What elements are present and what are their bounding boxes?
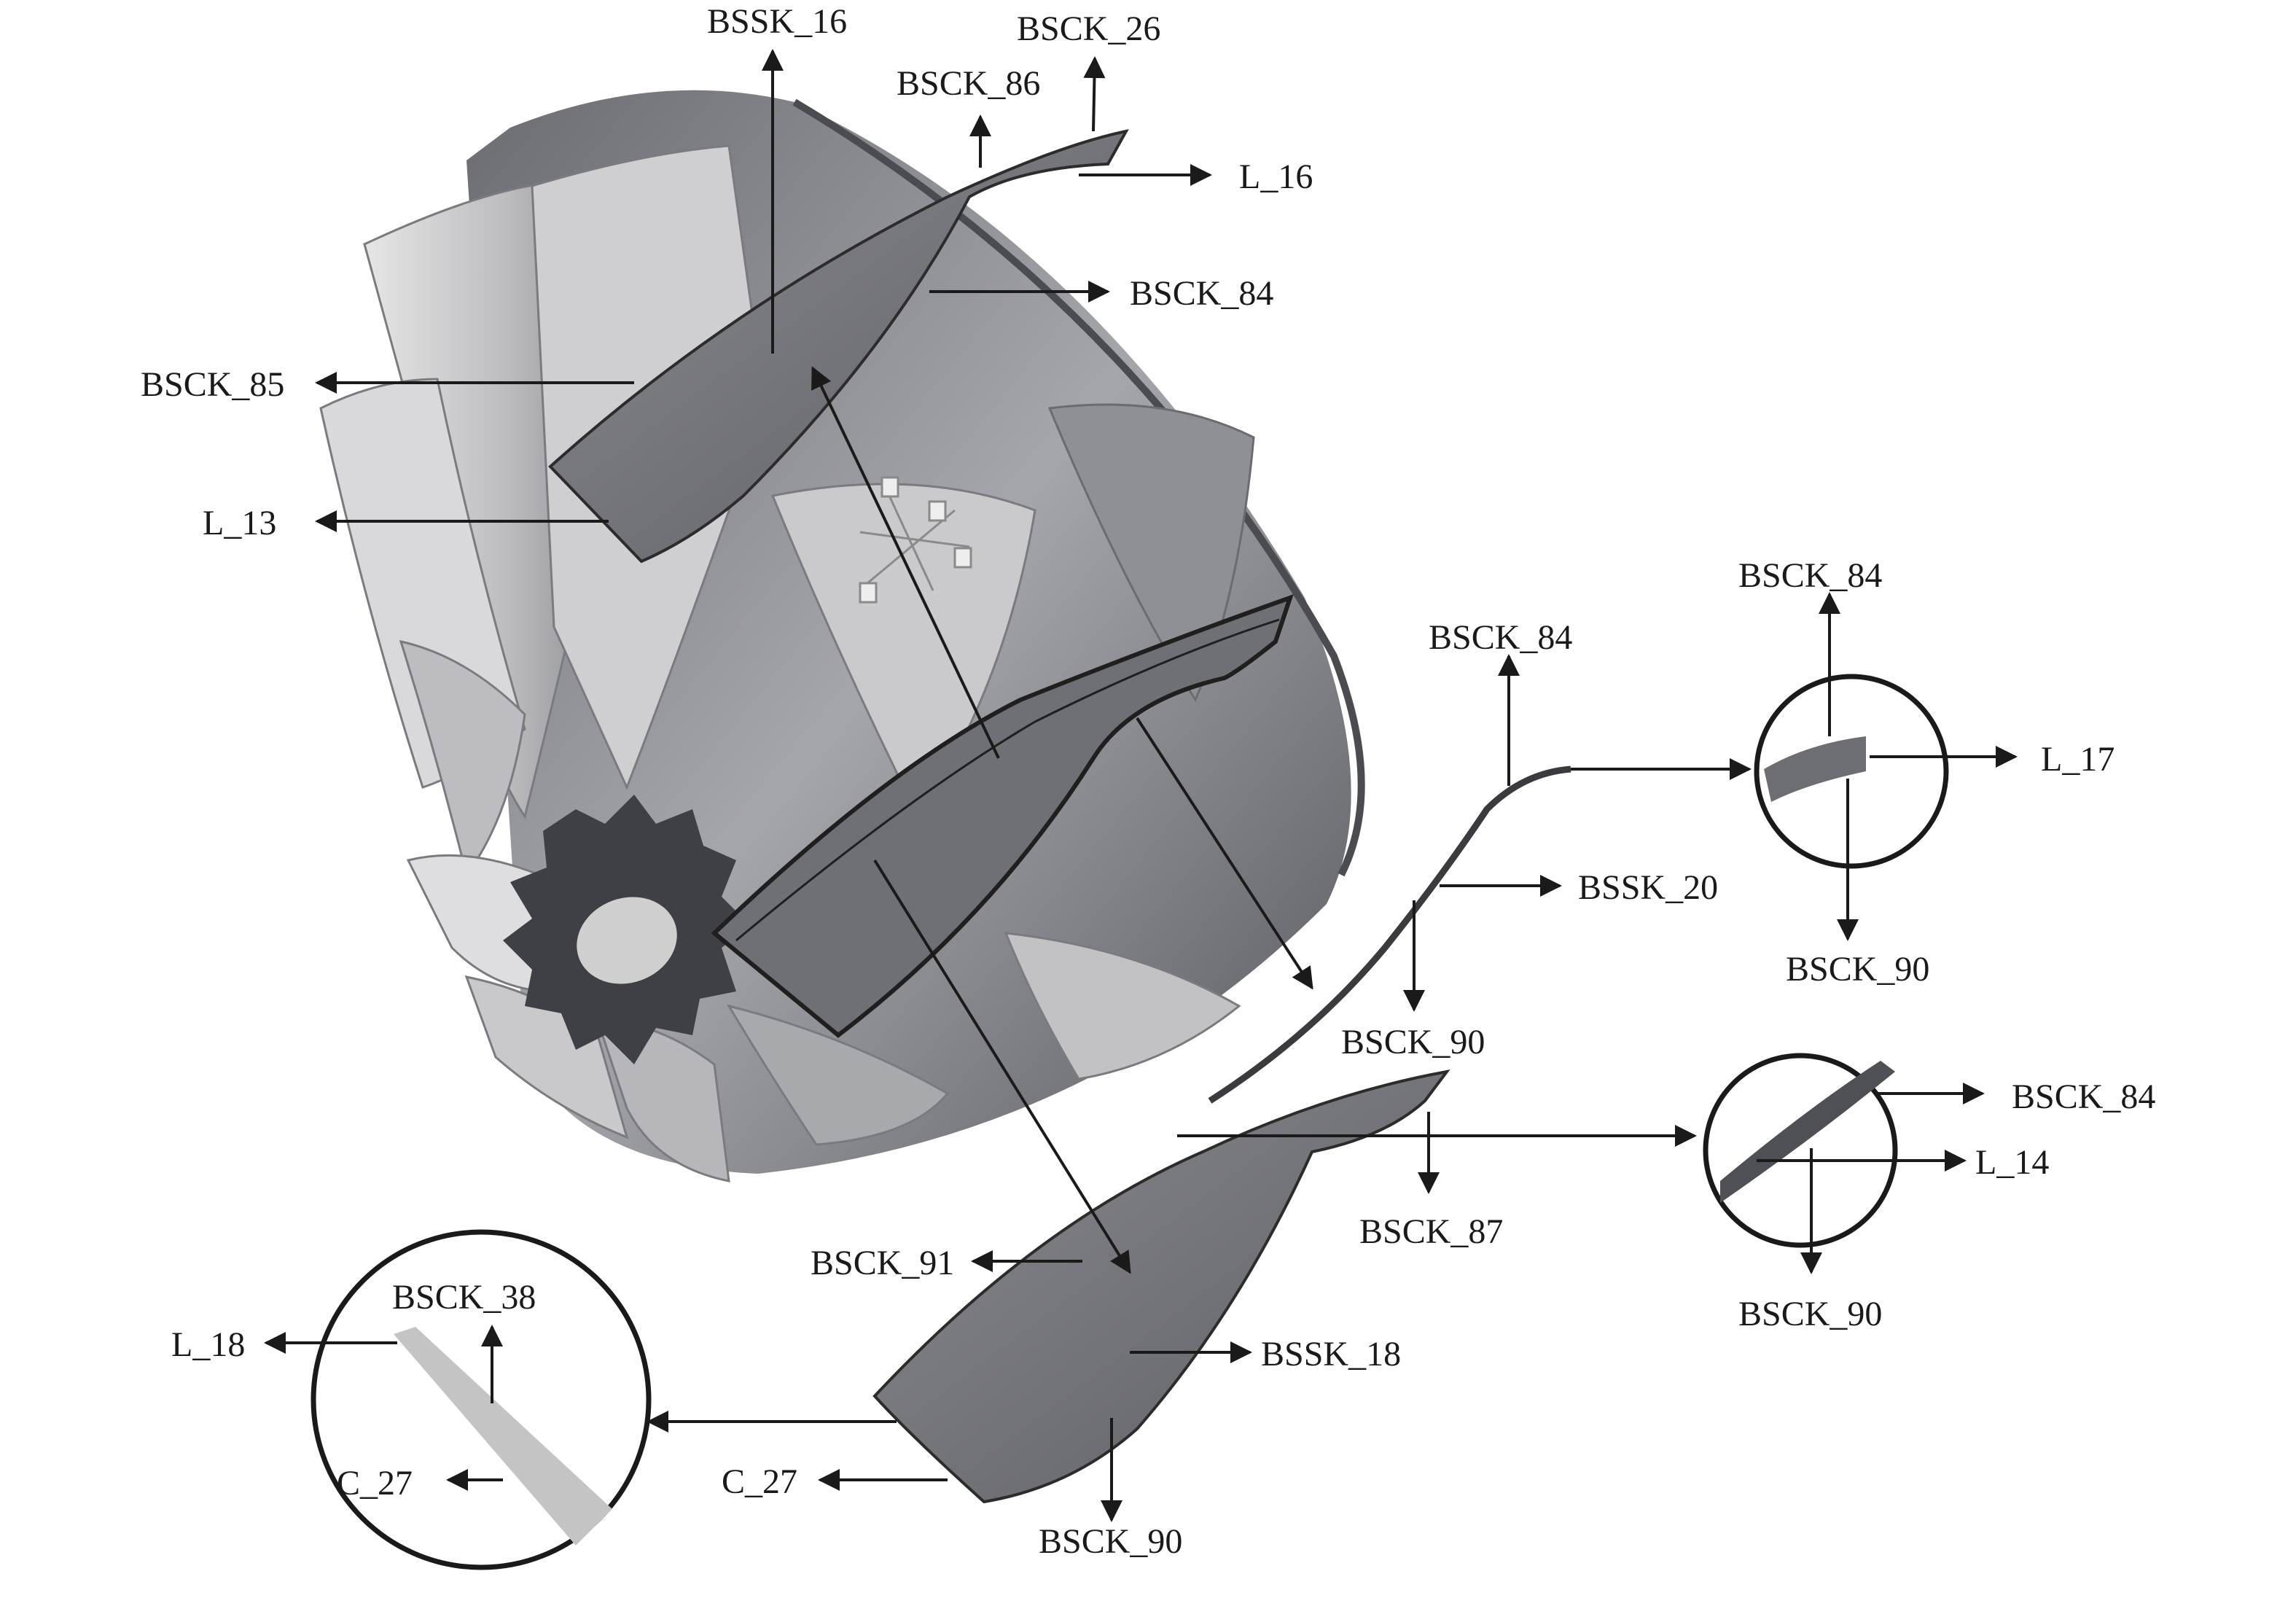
label-bsck-91: BSCK_91	[811, 1244, 954, 1282]
label-bsck-90-circle2: BSCK_90	[1738, 1295, 1882, 1333]
label-bsck-84-circle2: BSCK_84	[2012, 1077, 2155, 1116]
impeller-blade	[1047, 403, 1255, 703]
label-l-13: L_13	[203, 504, 276, 542]
label-bssk-18: BSSK_18	[1261, 1335, 1401, 1373]
impeller-blade	[464, 975, 629, 1139]
label-bsck-26: BSCK_26	[1017, 9, 1160, 48]
label-bsck-90-bottom: BSCK_90	[1039, 1522, 1182, 1561]
label-l-18: L_18	[171, 1325, 245, 1364]
impeller-blade	[399, 639, 526, 878]
label-l-14: L_14	[1975, 1143, 2049, 1182]
label-l-17: L_17	[2041, 740, 2115, 779]
impeller-blade	[726, 1004, 950, 1146]
label-bsck-85: BSCK_85	[141, 365, 284, 404]
detail-circle-middle	[1703, 1053, 1898, 1248]
label-bsck-87: BSCK_87	[1359, 1212, 1503, 1251]
lower-blade-section	[872, 1069, 1450, 1504]
hub-bore	[577, 897, 677, 984]
coordinate-axes-icon	[859, 476, 972, 604]
label-bssk-20: BSSK_20	[1578, 868, 1718, 907]
detail-circle-top	[1754, 674, 1949, 869]
label-bsck-84-mid: BSCK_84	[1429, 618, 1572, 657]
label-bsck-90-mid: BSCK_90	[1341, 1023, 1485, 1061]
label-l-16: L_16	[1239, 157, 1313, 196]
label-bsck-86: BSCK_86	[897, 64, 1040, 103]
middle-blade-section	[711, 594, 1294, 1038]
label-bssk-16: BSSK_16	[707, 2, 847, 41]
label-bsck-90-circle1: BSCK_90	[1786, 950, 1929, 989]
label-bsck-84-circle: BSCK_84	[1738, 556, 1882, 595]
label-c-27-circle: C_27	[337, 1464, 413, 1502]
leader-lines	[264, 49, 2018, 1522]
labels: BSSK_16 BSCK_26 BSCK_86 L_16 BSCK_84 BSC…	[141, 2, 2155, 1561]
thin-blade-curve	[1208, 765, 1571, 1104]
upper-blade-section	[548, 129, 1129, 564]
label-c-27: C_27	[722, 1462, 797, 1501]
detail-circle-bottom	[311, 1229, 652, 1570]
impeller-blade	[1004, 932, 1241, 1080]
label-bsck-38: BSCK_38	[392, 1278, 536, 1317]
label-bsck-84-top: BSCK_84	[1130, 274, 1273, 313]
